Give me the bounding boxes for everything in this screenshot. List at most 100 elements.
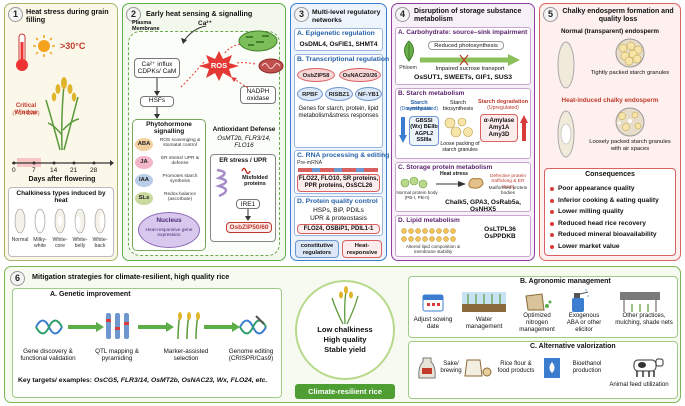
calcium-influx-box: Ca²⁺ influx CDPKs/ CaM xyxy=(134,58,180,78)
targets-line: Key targets/ examples: OsCG5, FLR3/14, O… xyxy=(18,377,280,385)
qtl-map-icon xyxy=(106,313,129,339)
misfolded-protein-icon xyxy=(241,167,251,175)
tick-7: 7 xyxy=(32,167,36,174)
tick-21: 21 xyxy=(70,167,78,174)
antioxidant-genes: OsMT2b, FLR3/14, FLO16 xyxy=(217,135,271,150)
plasma-membrane-label: Plasma Membrane xyxy=(132,20,160,33)
pipeline-arrows xyxy=(68,322,240,332)
panel-2-number: 2 xyxy=(126,7,141,22)
ros-label: ROS xyxy=(210,61,228,70)
tf-osbzip58: OsbZIP58 xyxy=(297,68,335,82)
loose-granules-label: Loosely packed starch granules with air … xyxy=(589,139,671,152)
reduced-photosynthesis-box: Reduced photosynthesis xyxy=(428,41,504,50)
starch-biosynthesis-label: Starch biosynthesis xyxy=(442,100,474,113)
nucleus-sub: Heat-responsive gene expression xyxy=(145,228,193,239)
hormone-sls-effect: Redox balance (ascorbate) xyxy=(163,192,196,203)
consequence-item: Lower market value xyxy=(550,241,674,253)
step-genome-editing: Genome editing (CRISPR/Cas9) xyxy=(228,348,274,363)
hormone-ja: JA xyxy=(135,156,153,169)
tf-rpbf: RPBF xyxy=(297,87,323,101)
agro-nitrogen: Optimized nitrogen management xyxy=(519,312,555,333)
tf-nfyb1: NF-YB1 xyxy=(355,87,382,101)
defective-trafficking-label: Defective protein trafficking & ER stres… xyxy=(490,174,526,190)
carbohydrate-title: A. Carbohydrate: source–sink impairment xyxy=(398,29,528,36)
rna-genes: FLO22, FLO10, SR proteins, PPR proteins,… xyxy=(297,174,380,192)
loose-granules-icon xyxy=(615,107,645,137)
marker-plant-icon xyxy=(177,312,200,340)
tick-14: 14 xyxy=(50,167,58,174)
panel-1-number: 1 xyxy=(8,7,23,22)
up-arrow-icon xyxy=(520,115,528,141)
step-qtl: QTL mapping & pyramiding xyxy=(95,348,139,363)
flour-icon xyxy=(464,359,492,377)
panel-5-number: 5 xyxy=(543,7,558,22)
transcriptional-desc: Genes for starch, protein, lipid metabol… xyxy=(298,106,379,119)
step-gene-discovery: Gene discovery & functional validation xyxy=(20,348,76,363)
hormone-aba: ABA xyxy=(135,138,153,151)
consequence-text: Lower milling quality xyxy=(558,208,624,215)
protein-box xyxy=(395,162,531,212)
carbohydrate-genes: OsSUT1, SWEETs, GIF1, SUS3 xyxy=(413,74,513,81)
heat-chalky-label: Heat-induced chalky endosperm xyxy=(561,97,659,104)
ire1-box: IRE1 xyxy=(236,199,260,209)
tf-osnac20: OsNAC20/26 xyxy=(339,68,381,82)
calendar-icon xyxy=(422,294,444,312)
step-mas: Marker-assisted selection xyxy=(163,348,209,363)
consequence-text: Reduced head rice recovery xyxy=(558,219,646,227)
protein-title: C. Storage protein metabolism xyxy=(398,164,493,171)
hormone-aba-effect: ROS scavenging & stomatal control xyxy=(159,138,201,149)
genetic-title: A. Genetic improvement xyxy=(50,291,131,298)
tight-granules-label: Tightly packed starch granules xyxy=(590,70,670,76)
protein-qc-line1: HSPs, BiP, PDILs xyxy=(313,207,364,214)
protein-qc-title: D. Protein quality control xyxy=(297,198,378,205)
arrow-ire1-to-bzip xyxy=(245,209,251,221)
malformed-body-icon xyxy=(468,178,484,189)
antioxidant-title: Antioxidant Defense xyxy=(212,126,276,133)
chalkiness-title: Chalkiness types induced by heat xyxy=(16,190,106,205)
er-membrane-icon xyxy=(214,168,228,198)
protein-genes: Chalk5, GPA3, OsRab5a, OsNHX5 xyxy=(445,199,521,214)
nadph-oxidase-box: NADPH oxidase xyxy=(240,86,276,104)
phyto-title: Phytohormone signalling xyxy=(146,121,192,136)
protein-body-icon xyxy=(400,176,428,189)
agro-sowing-date: Adjust sowing date xyxy=(413,316,453,331)
targets-prefix: Key targets/ examples: xyxy=(18,377,94,384)
pre-mrna-label: Pre-mRNA xyxy=(297,160,323,166)
hsfs-box: HSFs xyxy=(140,96,174,107)
valor-flour: Rice flour & food products xyxy=(497,360,535,374)
center-line-2: High quality xyxy=(323,335,367,344)
tf-risbz1: RISBZ1 xyxy=(325,87,353,101)
grain-types-icon xyxy=(14,208,106,234)
starch-synthesis-genes: GBSSI (Wx) BEIIb AGPL2 SSIIIa xyxy=(409,116,439,146)
center-line-1: Low chalkiness xyxy=(317,325,373,334)
sun-icon xyxy=(33,35,55,57)
panel-2-title: Early heat sensing & signalling xyxy=(146,9,253,18)
mitochondrion-icon xyxy=(258,58,284,74)
chloroplast-icon xyxy=(238,30,278,52)
epigenetic-title: A. Epigenetic regulation xyxy=(297,30,375,37)
er-stress-title: ER stress / UPR xyxy=(219,157,267,164)
bullet-icon xyxy=(550,210,554,214)
consequence-text: Poor appearance quality xyxy=(558,185,635,192)
down-arrow-icon xyxy=(399,117,407,143)
epigenetic-genes: OsDML4, OsFIE1, SHMT4 xyxy=(299,41,378,48)
thermometer-icon xyxy=(16,33,28,71)
shade-net-icon xyxy=(620,292,660,312)
tick-28: 28 xyxy=(90,167,98,174)
normal-grain-icon xyxy=(557,41,575,89)
lipid-bilayer-icon xyxy=(401,228,456,242)
chalky-grain-icon xyxy=(557,110,575,158)
rna-title: C. RNA processing & editing xyxy=(297,152,390,159)
starch-degradation-sub: (Upregulated) xyxy=(487,105,519,111)
targets-genes: OsCG5, FLR3/14, OsMT2b, OsNAC23, Wx, FLO… xyxy=(93,377,268,384)
panel-4-number: 4 xyxy=(395,7,410,22)
center-rice-icon xyxy=(331,286,359,325)
consequence-text: Inferior cooking & eating quality xyxy=(558,196,659,204)
agronomic-title: B. Agronomic management xyxy=(520,278,611,285)
agro-other: Other practices, mulching, shade nets xyxy=(615,312,673,326)
panel-4-title: Disruption of storage substance metaboli… xyxy=(414,8,522,24)
fertilizer-icon xyxy=(525,293,552,311)
legend-constitutive: constitutive regulators xyxy=(295,240,339,258)
tick-0: 0 xyxy=(12,167,16,174)
leaf-icon xyxy=(404,40,414,62)
